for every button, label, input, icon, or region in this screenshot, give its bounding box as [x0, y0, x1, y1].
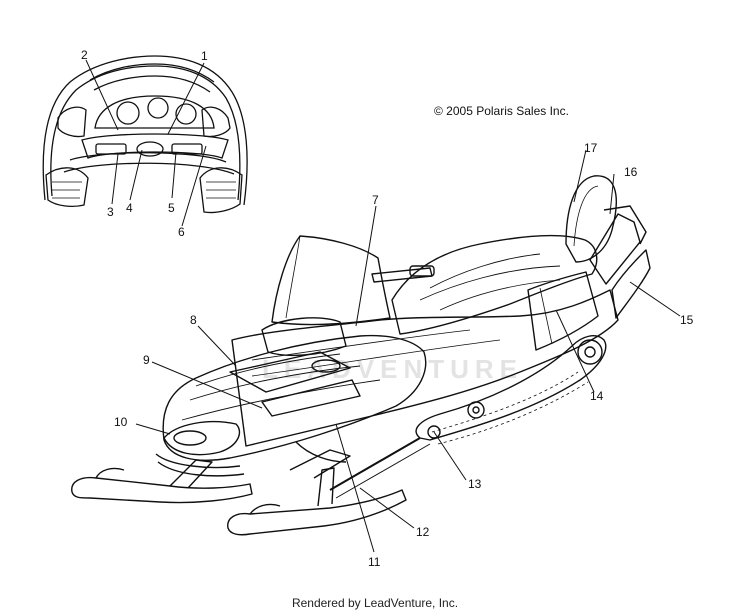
callout-4: 4 — [126, 201, 133, 215]
callout-17: 17 — [584, 141, 598, 155]
callout-9: 9 — [143, 353, 150, 367]
footer-credit: Rendered by LeadVenture, Inc. — [291, 596, 459, 610]
callout-2: 2 — [81, 48, 88, 62]
callout-14: 14 — [590, 389, 604, 403]
copyright-text: © 2005 Polaris Sales Inc. — [434, 104, 569, 118]
callout-5: 5 — [168, 201, 175, 215]
callout-6: 6 — [178, 225, 185, 239]
snowmobile-drawing — [71, 175, 651, 536]
dashboard-inset — [42, 55, 248, 214]
callout-1: 1 — [201, 49, 208, 63]
callout-16: 16 — [624, 165, 638, 179]
callout-13: 13 — [468, 477, 482, 491]
callout-15: 15 — [680, 313, 694, 327]
main-leader-lines — [135, 149, 681, 553]
inset-leader-lines — [85, 59, 207, 227]
callout-11: 11 — [368, 555, 381, 569]
callout-10: 10 — [114, 415, 128, 429]
callout-labels: 1 2 3 4 5 6 7 8 9 10 11 12 13 14 15 16 1… — [81, 48, 694, 569]
callout-3: 3 — [107, 205, 114, 219]
callout-12: 12 — [416, 525, 430, 539]
callout-7: 7 — [372, 193, 379, 207]
callout-8: 8 — [190, 313, 197, 327]
